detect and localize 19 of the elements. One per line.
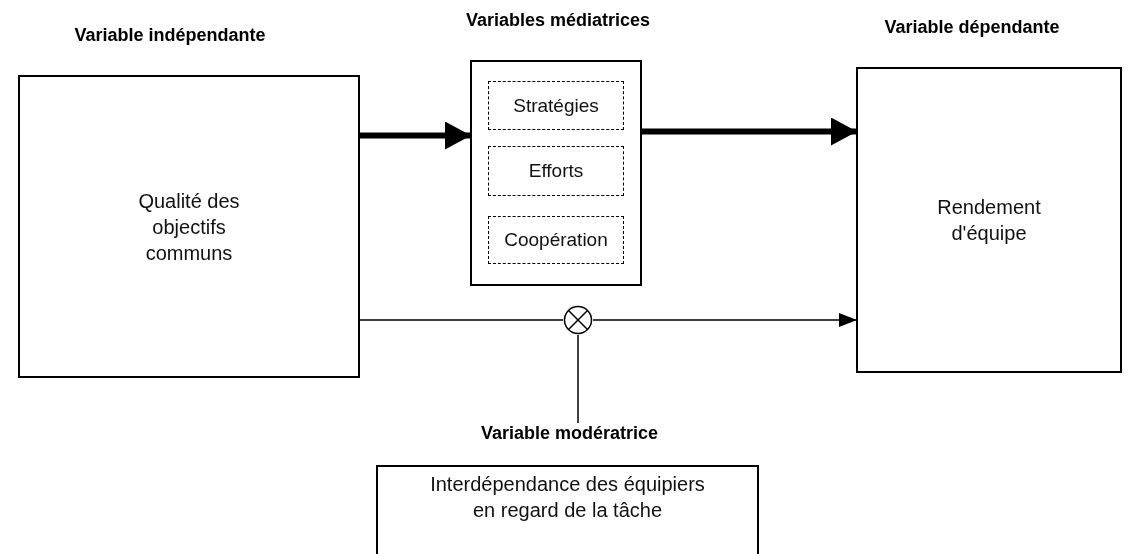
box-label: Efforts <box>527 158 585 183</box>
section-heading: Variable dépendante <box>883 17 1061 38</box>
section-heading: Variable modératrice <box>479 423 660 444</box>
box-label: Rendement d'équipe <box>936 195 1042 246</box>
arrow <box>642 117 857 146</box>
mediator-box <box>488 81 624 130</box>
section-heading: Variable indépendante <box>73 25 267 46</box>
arrow <box>592 313 857 327</box>
box-label: Qualité des objectifs communs <box>137 188 241 266</box>
multiplication-symbol <box>563 305 593 335</box>
mediator-box <box>488 146 624 196</box>
box-label: Interdépendance des équipiers en regard de la tâche <box>429 472 706 523</box>
arrow <box>360 121 471 150</box>
connector-line <box>577 334 579 424</box>
connector-line <box>359 319 564 321</box>
section-heading: Variables médiatrices <box>464 10 652 31</box>
box-label: Stratégies <box>512 93 600 118</box>
mediator-box <box>488 216 624 264</box>
box-label: Coopération <box>503 227 609 252</box>
